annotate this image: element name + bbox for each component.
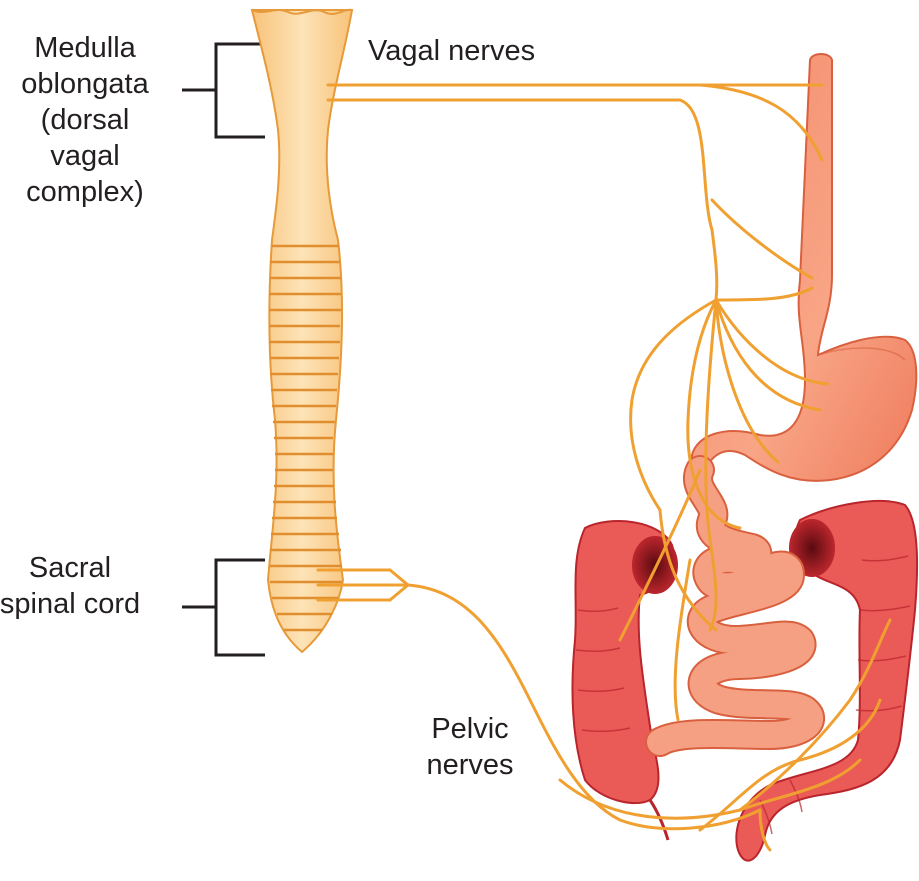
- sacral-line-1: Sacral: [0, 550, 180, 586]
- sacral-spinal-cord-label: Sacral spinal cord: [0, 550, 180, 622]
- medulla-line-3: (dorsal: [0, 102, 182, 138]
- medulla-line-2: oblongata: [0, 66, 182, 102]
- sacral-line-2: spinal cord: [0, 586, 180, 622]
- sacral-bracket: [182, 560, 265, 655]
- esophagus-stomach: [692, 54, 917, 481]
- pelvic-line-2: nerves: [400, 747, 540, 783]
- medulla-oblongata-label: Medulla oblongata (dorsal vagal complex): [0, 30, 182, 210]
- medulla-line-1: Medulla: [0, 30, 182, 66]
- vagal-nerves-label: Vagal nerves: [368, 33, 535, 69]
- medulla-line-5: complex): [0, 174, 182, 210]
- pelvic-nerves-label: Pelvic nerves: [400, 711, 540, 783]
- spinal-cord: [252, 10, 352, 652]
- medulla-bracket: [182, 44, 265, 137]
- medulla-line-4: vagal: [0, 138, 182, 174]
- pelvic-line-1: Pelvic: [400, 711, 540, 747]
